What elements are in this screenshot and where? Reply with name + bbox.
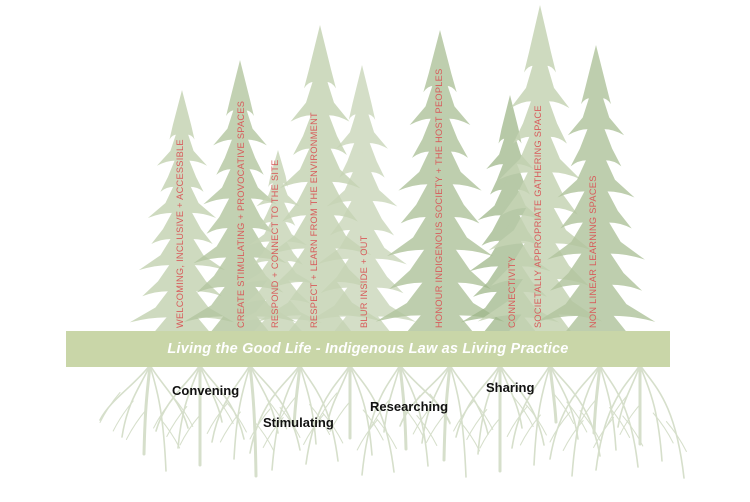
trees-layer (130, 5, 656, 357)
root-label-researching: Researching (370, 399, 448, 414)
principle-label-non-linear: NON LINEAR LEARNING SPACES (588, 175, 598, 328)
principle-label-connectivity: CONNECTIVITY (507, 256, 517, 328)
principle-label-respect-environment: RESPECT + LEARN FROM THE ENVIRONMENT (309, 112, 319, 328)
root-1 (100, 365, 193, 471)
root-2 (154, 365, 247, 465)
root-label-sharing: Sharing (486, 380, 534, 395)
principle-label-stimulating-spaces: CREATE STIMULATING + PROVOCATIVE SPACES (236, 101, 246, 328)
ground-band: Living the Good Life - Indigenous Law as… (66, 331, 670, 367)
root-11 (594, 365, 687, 478)
banner-title: Living the Good Life - Indigenous Law as… (167, 341, 568, 357)
principle-label-respond-site: RESPOND + CONNECT TO THE SITE (270, 159, 280, 328)
principle-label-welcoming: WELCOMING, INCLUSIVE + ACCESSIBLE (175, 139, 185, 328)
principle-label-gathering-space: SOCIETALLY APPROPRIATE GATHERING SPACE (533, 105, 543, 328)
principle-label-honour-indigenous: HONOUR INDIGENOUS SOCIETY + THE HOST PEO… (434, 68, 444, 328)
principle-label-blur-inside-out: BLUR INSIDE + OUT (359, 235, 369, 328)
root-label-stimulating: Stimulating (263, 415, 334, 430)
root-label-convening: Convening (172, 383, 239, 398)
roots-layer (100, 365, 686, 478)
